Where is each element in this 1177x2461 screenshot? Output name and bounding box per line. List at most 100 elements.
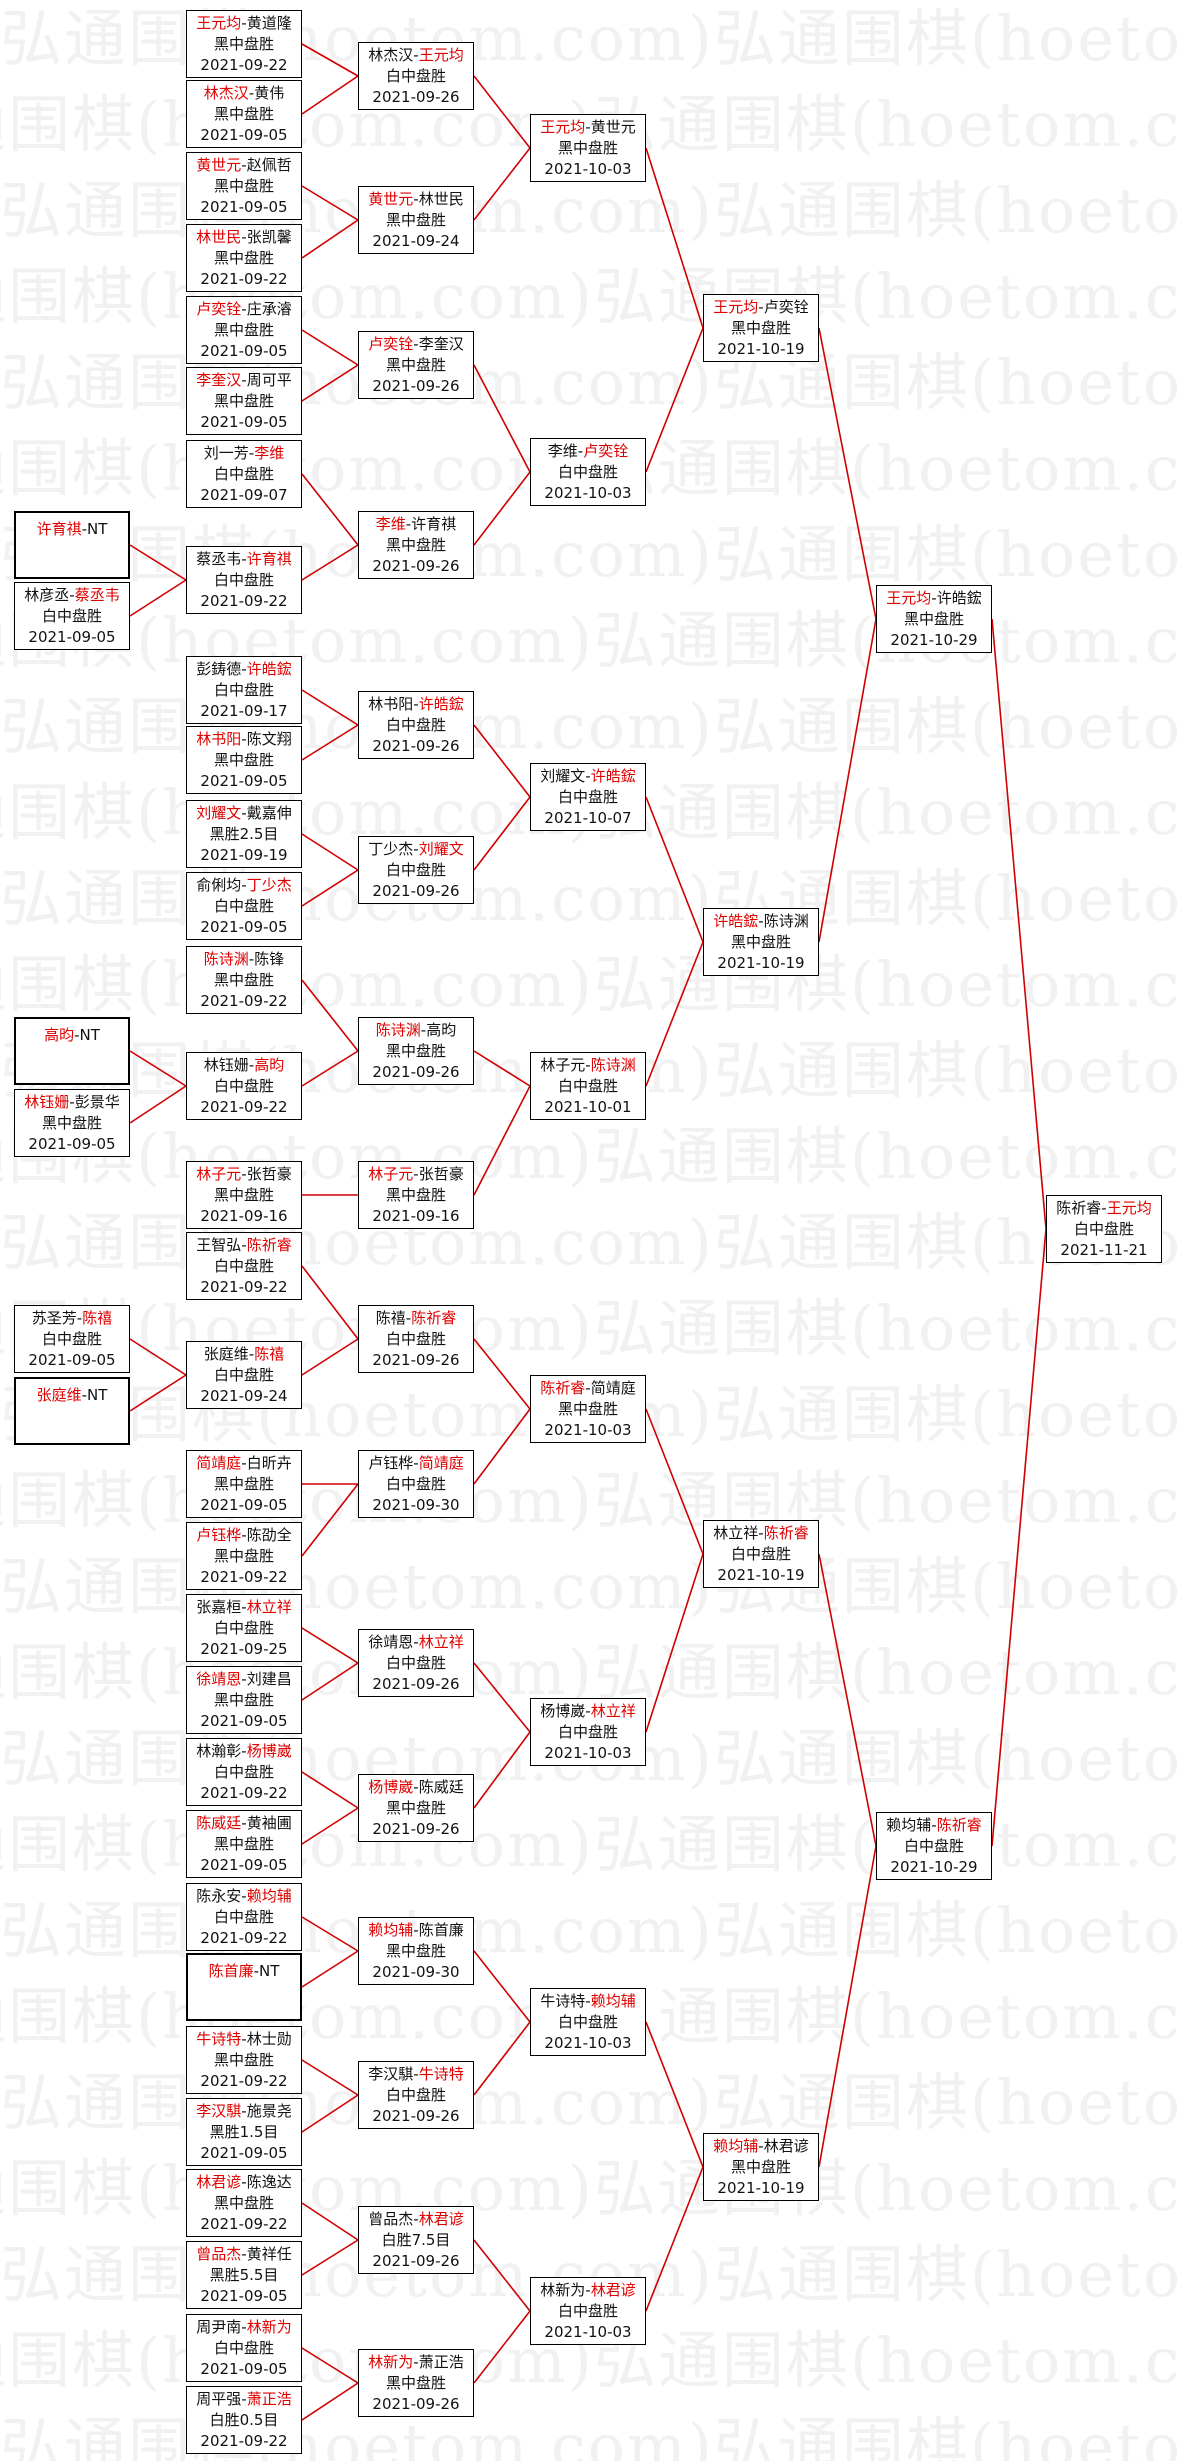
match-date: 2021-09-05 [28,1134,116,1153]
match-result: 黑中盘胜 [213,2193,274,2212]
black-player: 陈永安 [196,1886,242,1905]
connector-line [301,2202,359,2241]
player-separator: - [81,520,88,538]
match-result: 白中盘胜 [213,1618,274,1637]
connector-line [301,979,359,1052]
match-result: 黑中盘胜 [213,176,274,195]
match-players: 李汉騏-牛诗特 [368,2064,463,2085]
match-box: 高昀-NT [14,1017,130,1085]
connector-line [301,1916,359,1952]
player-separator: - [577,441,584,460]
white-player: 林立祥 [590,1701,636,1720]
connector-line [301,1950,359,1988]
white-player: 刘建昌 [246,1669,292,1688]
match-date: 2021-09-22 [200,1783,288,1802]
match-players: 李奎汉-周可平 [196,370,291,391]
match-date: 2021-10-29 [890,630,978,649]
black-player: 赖均辅 [368,1920,414,1939]
white-player: 庄承濬 [246,299,292,318]
connector-line [301,1627,359,1664]
black-player: 赖均辅 [886,1815,932,1834]
white-player: 王元均 [1106,1198,1152,1217]
white-player: 卢奕铨 [763,297,809,316]
white-player: 陈祈睿 [936,1815,982,1834]
match-date: 2021-09-22 [200,269,288,288]
white-player: 许皓鋐 [418,694,464,713]
white-player: 陈首廉 [418,1920,464,1939]
match-players: 李汉騏-施景尧 [196,2101,291,2122]
player-separator: - [241,155,247,174]
match-date: 2021-09-22 [200,55,288,74]
black-player: 李维 [547,441,578,460]
match-players: 赖均辅-林君谚 [713,2136,808,2157]
match-players: 苏圣芳-陈禧 [32,1308,112,1329]
connector-line [473,2021,531,2096]
match-players: 刘耀文-戴嘉伸 [196,803,291,824]
match-date: 2021-09-05 [28,1350,116,1369]
match-date: 2021-09-22 [200,1928,288,1947]
match-result: 白胜0.5目 [209,2410,279,2429]
connector-line [301,185,359,221]
white-player: 丁少杰 [246,875,292,894]
player-separator: - [248,1055,255,1074]
black-player: 李奎汉 [196,370,242,389]
match-result: 白中盘胜 [903,1836,964,1855]
player-separator: - [241,2317,247,2336]
match-players: 林彦丞-蔡丞韦 [24,585,119,606]
match-players: 丁少杰-刘耀文 [368,839,463,860]
match-result: 白中盘胜 [385,1329,446,1348]
white-player: 李维 [254,443,285,462]
white-player: 陈逸达 [246,2172,292,2191]
connector-line [645,2021,704,2168]
match-players: 彭鋳德-许皓鋐 [196,659,291,680]
match-players: 高昀-NT [44,1025,100,1046]
match-date: 2021-10-03 [544,2322,632,2341]
white-player: 陈威廷 [418,1777,464,1796]
black-player: 陈诗渊 [375,1020,421,1039]
connector-line [818,1553,877,1847]
player-separator: - [69,585,75,604]
black-player: 周尹南 [196,2317,242,2336]
match-date: 2021-09-17 [200,701,288,720]
white-player: 许育祺 [411,514,457,533]
match-result: 白中盘胜 [213,570,274,589]
black-player: 陈祈睿 [540,1378,586,1397]
match-date: 2021-09-30 [372,1962,460,1981]
connector-line [301,689,359,726]
match-result: 黑中盘胜 [557,1399,618,1418]
match-result: 白中盘胜 [213,1907,274,1926]
black-player: 刘耀文 [196,803,242,822]
black-player: 林君谚 [196,2172,242,2191]
connector-line [818,1845,877,2168]
white-player: NT [87,1386,108,1404]
black-player: 牛诗特 [540,1991,586,2010]
black-player: 张嘉桓 [196,1597,242,1616]
connector-line [301,43,359,77]
player-separator: - [241,227,247,246]
match-players: 陈威廷-黄袖圃 [196,1813,291,1834]
player-separator: - [253,1962,260,1980]
match-date: 2021-10-07 [544,808,632,827]
connector-line [301,1807,359,1845]
match-date: 2021-09-07 [200,485,288,504]
white-player: 赖均辅 [246,1886,292,1905]
match-players: 陈永安-赖均辅 [196,1886,291,1907]
black-player: 林立祥 [713,1523,759,1542]
match-result: 白中盘胜 [213,464,274,483]
connector-line [473,1085,531,1196]
connector-line [473,2239,531,2312]
